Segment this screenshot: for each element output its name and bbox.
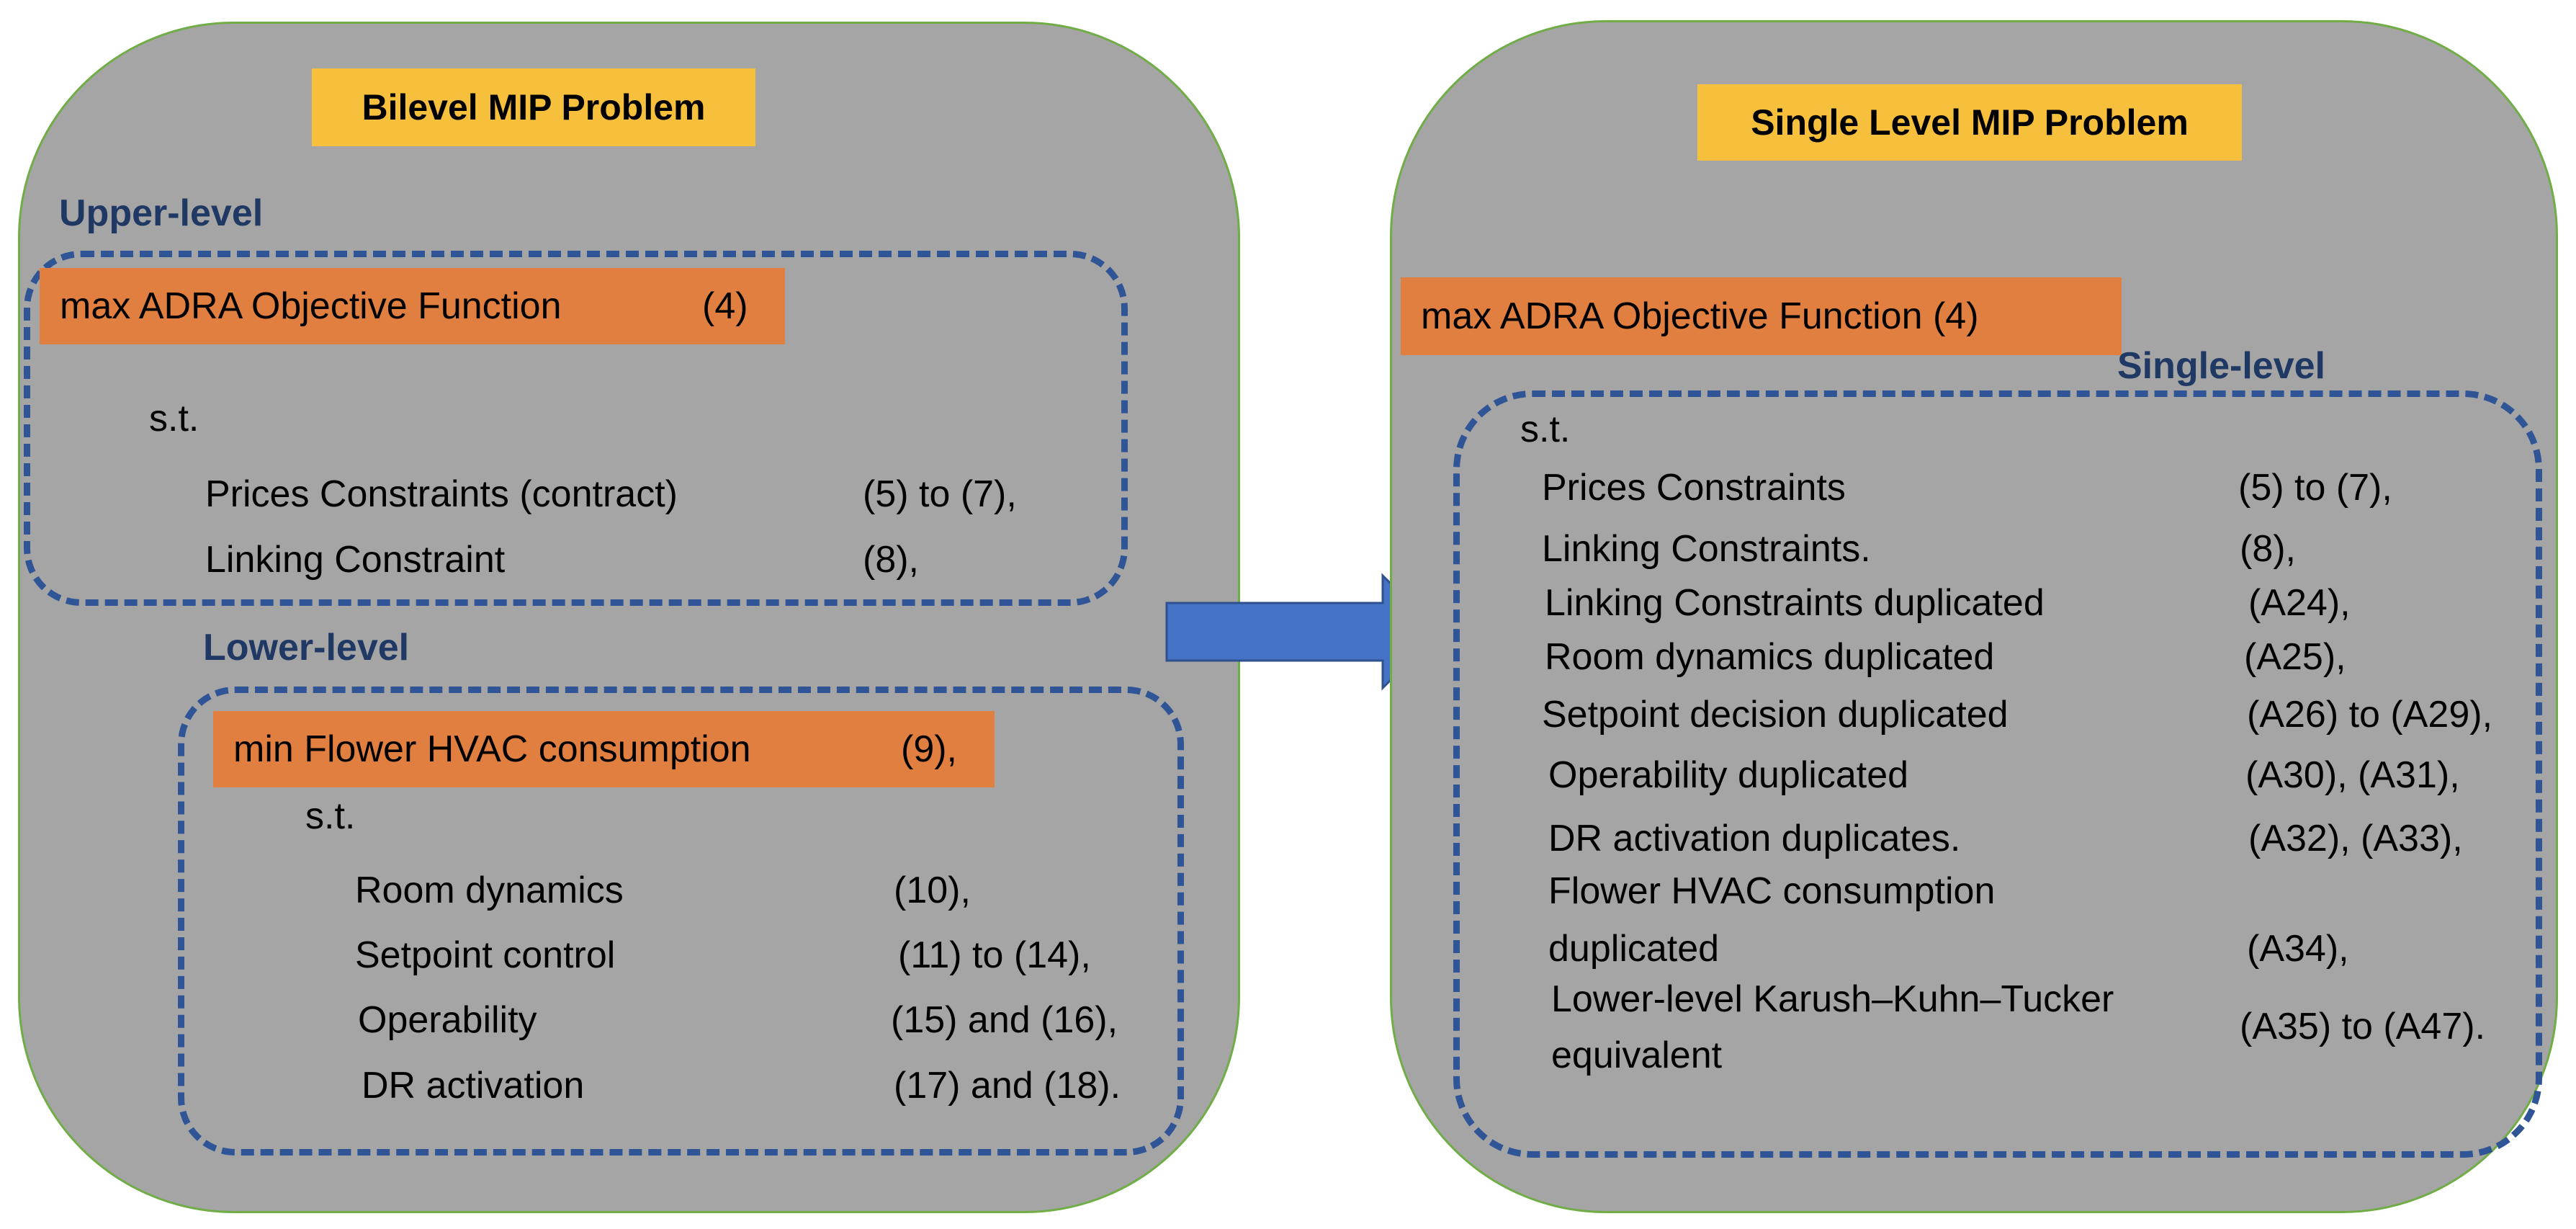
single-constraint-ref: (A32), (A33), <box>2248 818 2463 859</box>
lower-level-box <box>178 687 1184 1156</box>
lower-objective-text: min Flower HVAC consumption <box>233 728 751 770</box>
single-level-objective: max ADRA Objective Function (4) <box>1401 277 2122 355</box>
lower-constraint-ref: (11) to (14), <box>898 934 1091 976</box>
single-constraint-name: Lower-level Karush–Kuhn–Tucker <box>1551 978 2114 1020</box>
single-constraint-name: Prices Constraints <box>1542 467 1846 509</box>
single-constraint-ref: (A25), <box>2244 636 2346 678</box>
single-constraint-ref: (A24), <box>2248 582 2351 624</box>
single-constraint-name: Linking Constraints. <box>1542 528 1871 570</box>
single-constraint-name: DR activation duplicates. <box>1548 818 1961 859</box>
single-level-box <box>1453 390 2542 1158</box>
upper-objective-ref: (4) <box>702 285 748 327</box>
upper-constraint-name: Prices Constraints (contract) <box>205 473 678 515</box>
single-level-title: Single Level MIP Problem <box>1697 84 2242 161</box>
upper-constraint-name: Linking Constraint <box>205 539 506 581</box>
upper-level-label: Upper-level <box>59 192 264 234</box>
single-constraint-name: Linking Constraints duplicated <box>1545 582 2045 624</box>
lower-level-label: Lower-level <box>203 627 410 669</box>
upper-objective-text: max ADRA Objective Function <box>60 285 562 327</box>
single-level-panel <box>1390 20 2558 1213</box>
single-constraint-ref: (5) to (7), <box>2238 467 2392 509</box>
single-st: s.t. <box>1520 408 1571 450</box>
upper-constraint-ref: (5) to (7), <box>863 473 1017 515</box>
lower-objective: min Flower HVAC consumption (9), <box>213 711 995 787</box>
single-constraint-ref: (A35) to (A47). <box>2240 1006 2486 1047</box>
bilevel-panel <box>18 22 1240 1213</box>
single-constraint-name: Operability duplicated <box>1548 754 1909 796</box>
lower-constraint-name: Setpoint control <box>355 934 616 976</box>
lower-constraint-name: Room dynamics <box>355 870 624 911</box>
lower-objective-ref: (9), <box>901 728 957 770</box>
lower-constraint-name: Operability <box>358 999 537 1041</box>
upper-st: s.t. <box>149 398 199 439</box>
upper-objective: max ADRA Objective Function (4) <box>40 268 785 344</box>
single-constraint-ref: (A26) to (A29), <box>2247 694 2493 736</box>
upper-level-box <box>24 251 1128 606</box>
lower-st: s.t. <box>305 795 356 837</box>
single-constraint-name: Flower HVAC consumption <box>1548 870 1996 912</box>
single-constraint-name: Room dynamics duplicated <box>1545 636 1995 678</box>
single-level-label: Single-level <box>2117 345 2325 387</box>
bilevel-title: Bilevel MIP Problem <box>312 68 755 146</box>
single-constraint-name: equivalent <box>1551 1034 1723 1076</box>
lower-constraint-ref: (15) and (16), <box>891 999 1118 1041</box>
lower-constraint-name: DR activation <box>362 1065 585 1107</box>
lower-constraint-ref: (17) and (18). <box>894 1065 1121 1107</box>
single-constraint-ref: (A34), <box>2247 928 2349 970</box>
lower-constraint-ref: (10), <box>894 870 971 911</box>
single-constraint-ref: (A30), (A31), <box>2245 754 2460 796</box>
single-constraint-ref: (8), <box>2240 528 2296 570</box>
upper-constraint-ref: (8), <box>863 539 919 581</box>
single-constraint-name: duplicated <box>1548 928 1720 970</box>
single-constraint-name: Setpoint decision duplicated <box>1542 694 2009 736</box>
